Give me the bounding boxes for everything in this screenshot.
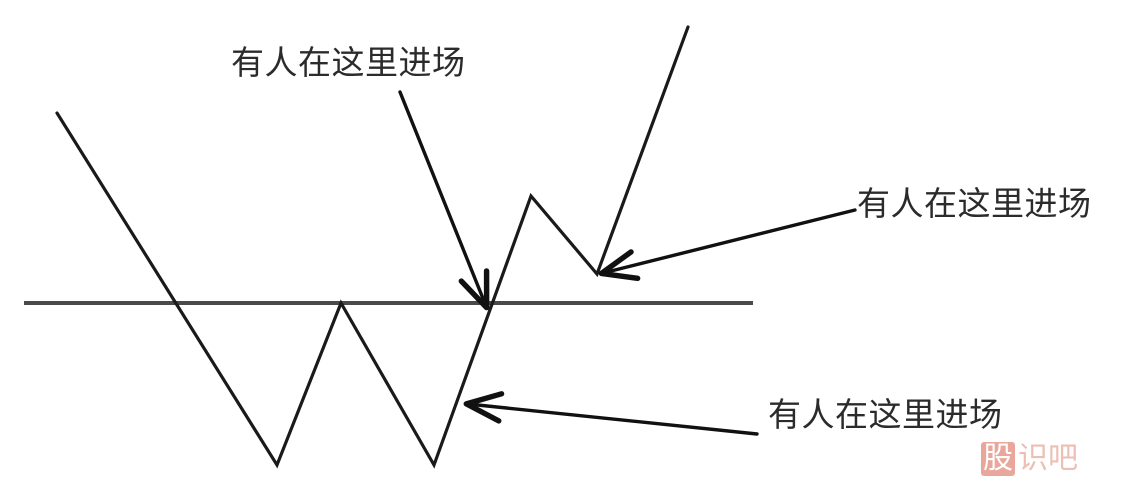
- annotation-arrow-right: [598, 208, 857, 282]
- annotation-arrow-bottom: [463, 391, 759, 436]
- annotation-label-right: 有人在这里进场: [857, 187, 1092, 223]
- price-zigzag-line: [55, 25, 690, 469]
- annotation-label-top: 有人在这里进场: [231, 46, 466, 82]
- annotation-label-bottom: 有人在这里进场: [768, 398, 1003, 434]
- annotation-arrow-top: [398, 90, 490, 311]
